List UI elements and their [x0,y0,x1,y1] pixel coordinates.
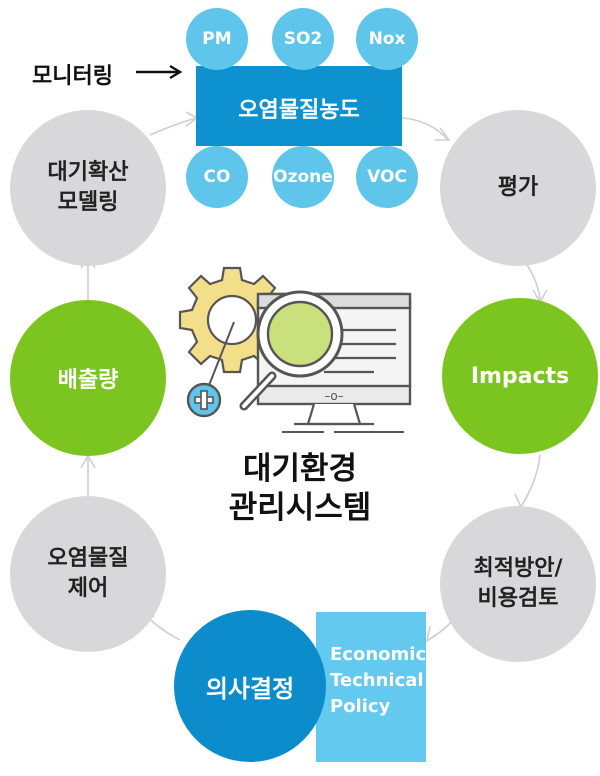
pollutant-pm: PM [186,8,248,70]
node-decision-making: 의사결정 [174,610,326,762]
node-optimization-cost-review: 최적방안/ 비용검토 [440,506,596,662]
node-pollutant-control: 오염물질 제어 [10,496,166,652]
magnifier-icon [239,290,344,411]
arrow-icon [435,127,451,141]
pollutant-so2: SO2 [272,8,334,70]
monitoring-label: 모니터링 [32,64,113,89]
arrow-icon [425,625,441,643]
monitoring-arrow-icon [136,64,183,80]
arrow-icon [80,454,96,469]
pollutant-concentration-title: 오염물질농도 [238,98,360,123]
decision-factors-panel: Economic Technical Policy [316,612,426,762]
factor-technical: Technical [330,670,424,692]
pollutant-concentration-box: 오염물질농도 [196,66,402,146]
node-emissions: 배출량 [10,300,166,456]
pollutant-voc: VOC [356,146,418,208]
node-evaluation: 평가 [440,110,596,266]
plus-icon [186,382,222,418]
pollutant-co: CO [186,146,248,208]
pollutant-ozone: Ozone [272,146,334,208]
pollutant-nox: Nox [356,8,418,70]
center-title: 대기환경 관리시스템 [228,451,372,526]
node-dispersion-modeling: 대기확산 모델링 [10,110,166,266]
node-impacts: Impacts [442,298,598,454]
factor-economic: Economic [330,644,427,665]
factor-policy: Policy [330,696,391,718]
svg-text:–o–: –o– [324,389,343,403]
monitoring-system-illustration: –o– [178,266,412,433]
